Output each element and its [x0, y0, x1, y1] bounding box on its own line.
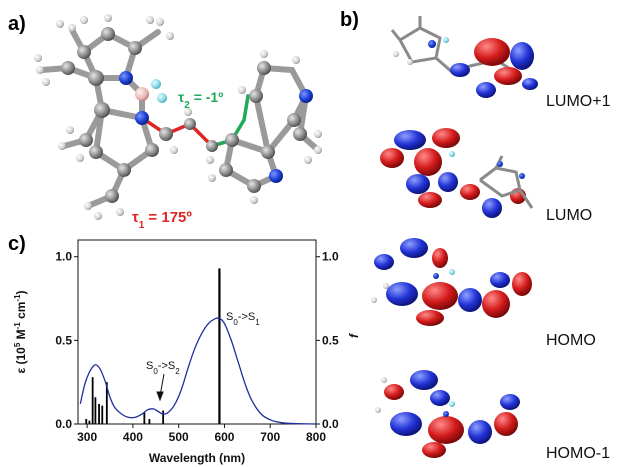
y-left-tick-label-0: 0.0	[55, 417, 72, 431]
y-axis-title-right: f	[347, 333, 361, 338]
tau2-label: τ2 = -1º	[178, 89, 223, 111]
y-right-tick-label-2: 1.0	[322, 250, 339, 264]
y-right-tick-label-1: 0.5	[322, 333, 339, 347]
y-left-tick-label-1: 0.5	[55, 333, 72, 347]
stick-layer	[85, 268, 221, 424]
panel-label-c: c)	[8, 233, 26, 255]
panel-label-b: b)	[340, 9, 359, 31]
orbital-homo	[371, 238, 532, 326]
orbital-column: LUMO+1 LUMO HOMO HOMO-1	[371, 16, 611, 462]
orbital-lumo	[380, 128, 534, 218]
y-left-tick-label-2: 1.0	[55, 250, 72, 264]
molecule-atoms	[34, 14, 322, 220]
y-right-tick-label-0: 0.0	[322, 417, 339, 431]
annotation-s0-s2: S0->S2	[146, 360, 180, 376]
tau1-label: τ1 = 175º	[132, 209, 192, 231]
x-axis-title: Wavelength (nm)	[149, 451, 245, 465]
plot-frame	[77, 239, 317, 425]
orbital-label-homo-minus-1: HOMO-1	[546, 445, 610, 462]
panel-label-a: a)	[8, 13, 26, 35]
orbital-lumo-plus-1	[390, 16, 538, 98]
molecule-structure: τ2 = -1º τ1 = 175º	[34, 14, 322, 231]
orbital-homo-minus-1	[375, 370, 520, 458]
x-tick-label-4: 700	[260, 430, 280, 444]
x-tick-label-0: 300	[77, 430, 97, 444]
annotation-s0-s1: S0->S1	[226, 311, 260, 327]
x-tick-label-2: 500	[169, 430, 189, 444]
x-tick-label-5: 800	[306, 430, 326, 444]
orbital-label-lumo-plus-1: LUMO+1	[546, 93, 611, 110]
spectrum-line	[79, 317, 317, 425]
y-axis-title-left: ε (105 M-1 cm-1)	[13, 290, 28, 373]
orbital-label-lumo: LUMO	[546, 207, 592, 224]
x-tick-label-3: 600	[214, 430, 234, 444]
orbital-label-homo: HOMO	[546, 332, 596, 349]
annotation-arrow	[156, 373, 165, 402]
x-tick-label-1: 400	[123, 430, 143, 444]
